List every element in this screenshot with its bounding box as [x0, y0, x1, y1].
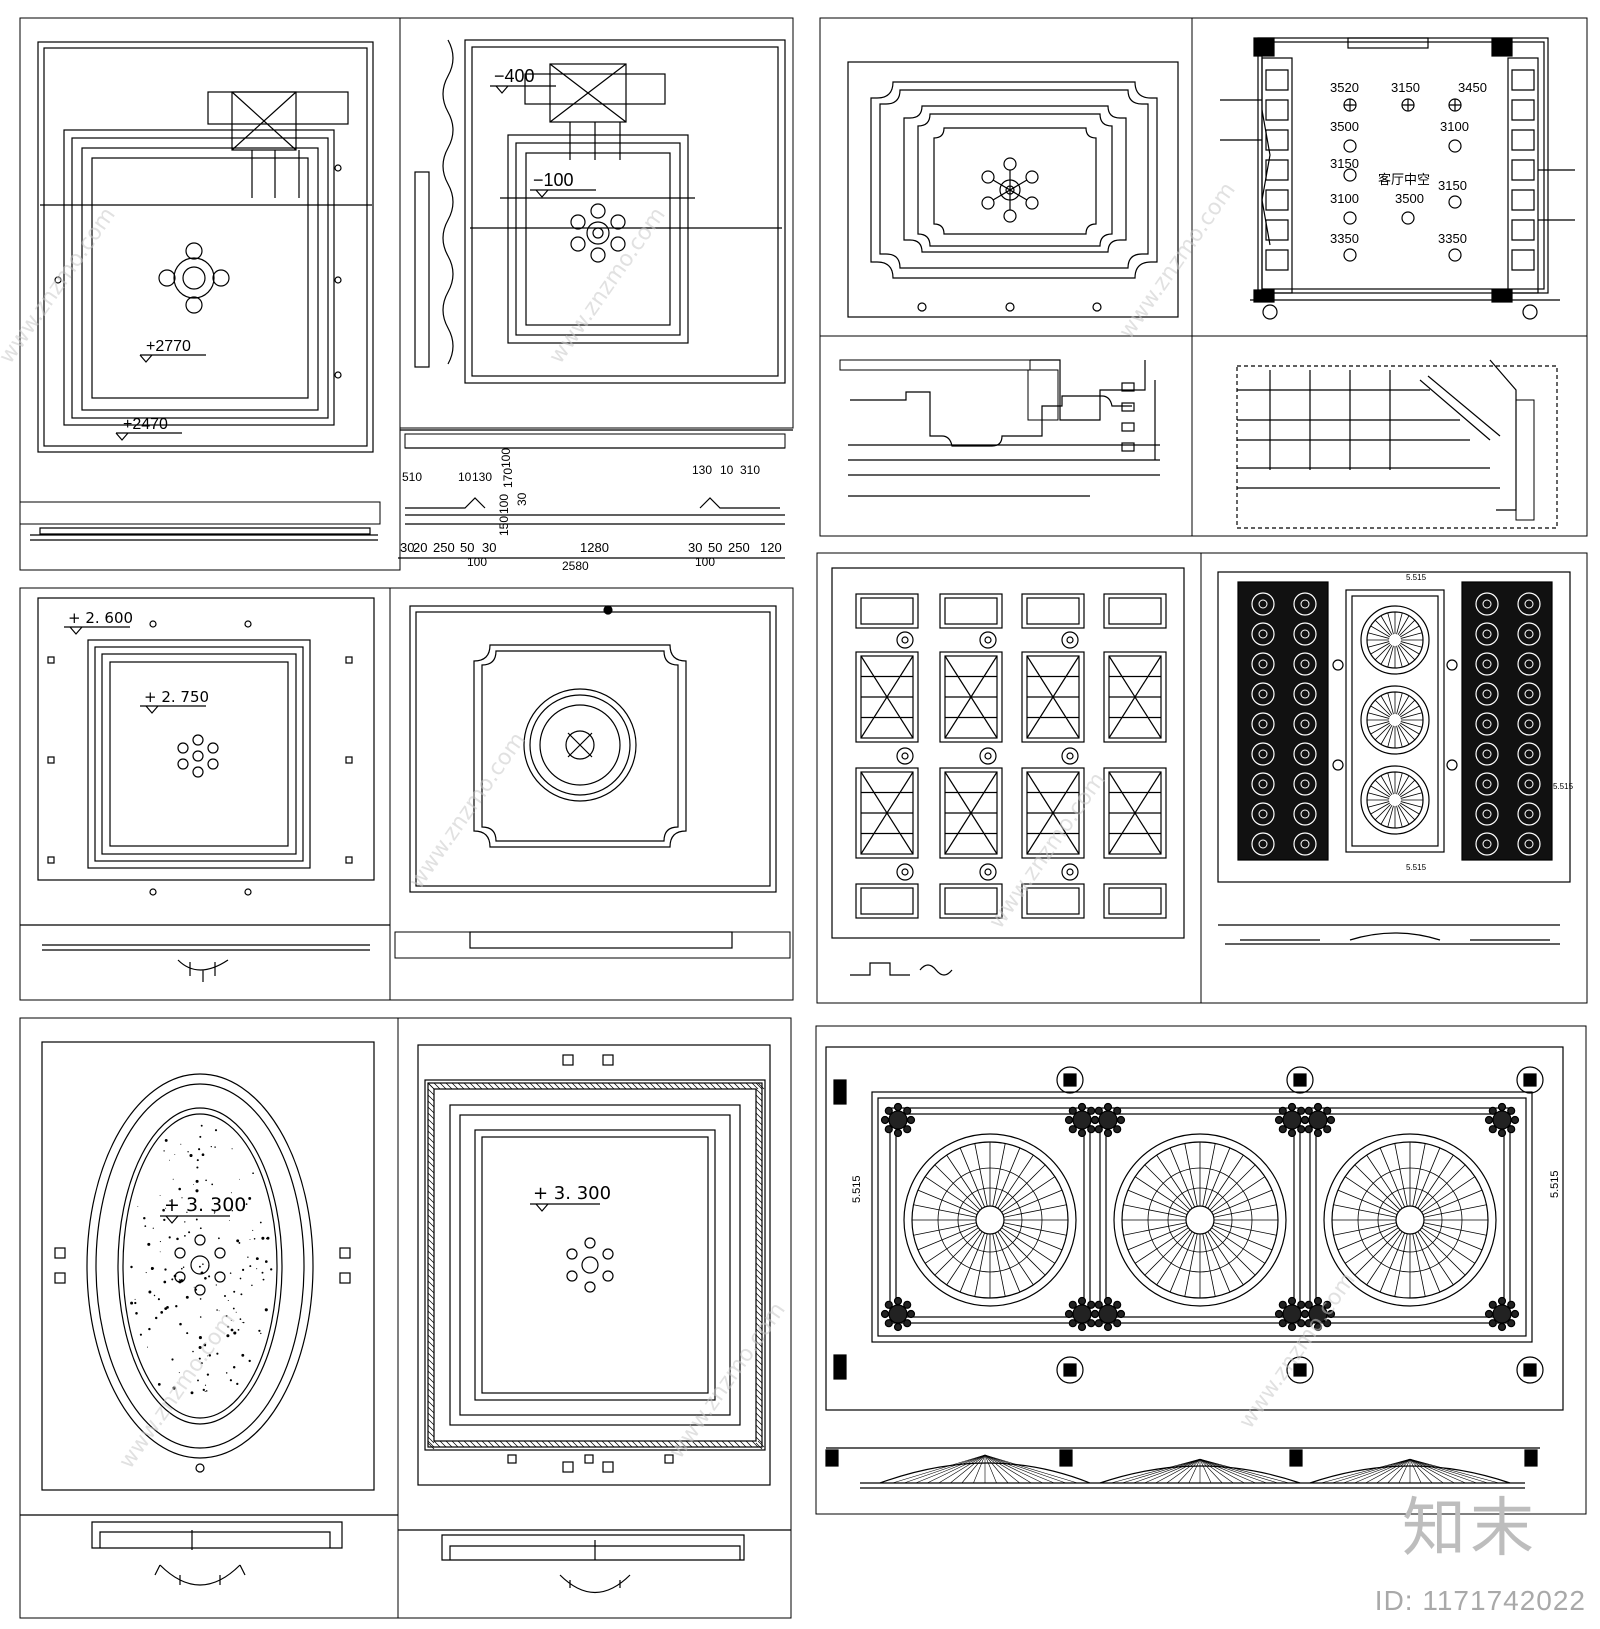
dim-10: 10: [458, 470, 472, 484]
panel-ceiling-plan-8: [389, 587, 794, 1001]
level-mark-3300-oval: + 3. 300: [164, 1194, 246, 1216]
hatched-border: [427, 1082, 765, 1450]
dim-b-120: 120: [760, 540, 782, 555]
room-label-living-void: 客厅中空: [1378, 172, 1430, 187]
level-mark-3300-square: + 3. 300: [533, 1183, 611, 1204]
dim-b-20: 20: [413, 540, 427, 555]
coffer-grid: [855, 593, 1167, 919]
panel-ceiling-plan-3: [819, 17, 1193, 337]
watermark-text-7: www.znzmo.com: [664, 1298, 790, 1463]
dim-100a: 100: [499, 448, 513, 468]
medallion-rays: [1367, 612, 1423, 828]
dim-b-50: 50: [460, 540, 474, 555]
height-3100a: 3100: [1440, 119, 1469, 134]
watermark-text-8: www.znzmo.com: [1234, 1268, 1360, 1433]
dim-b-1280: 1280: [580, 540, 609, 555]
dim-b-50b: 50: [708, 540, 722, 555]
watermark-brand: 知末: [1402, 1492, 1538, 1566]
dim-total-2580: 2580: [562, 559, 589, 573]
height-3150a: 3150: [1391, 80, 1420, 95]
level-mark-2470: +2470: [123, 416, 168, 433]
watermark-pattern: www.znzmo.com www.znzmo.com www.znzmo.co…: [0, 178, 1361, 1473]
square-lights: [833, 1066, 1544, 1384]
panel-ceiling-plan-2: −400 −100 510 10 130 100 170 100 150 30 …: [398, 17, 794, 573]
dim-b-30c: 30: [688, 540, 702, 555]
dome-section-ribs: [892, 1454, 1499, 1484]
quilted-panels: [1251, 592, 1541, 856]
height-3350a: 3350: [1330, 231, 1359, 246]
downlight-markers: [1343, 98, 1462, 262]
level-mark-2770: +2770: [146, 338, 191, 355]
height-3150b: 3150: [1330, 156, 1359, 171]
watermark-image-id: ID: 1171742022: [1374, 1585, 1586, 1616]
dim-100-left: 100: [467, 555, 487, 569]
dim-100b: 100: [497, 494, 511, 514]
dim-b-250b: 250: [728, 540, 750, 555]
dim-30-vert: 30: [515, 492, 529, 506]
dim-5515-top: 5.515: [1406, 573, 1427, 582]
height-3500b: 3500: [1395, 191, 1424, 206]
panel-dome-ceiling-13: 5.515 5.515: [815, 1025, 1587, 1515]
panel-coffered-ceiling-9: [816, 552, 1202, 1004]
dim-10-right: 10: [720, 463, 734, 477]
panel-ceiling-plan-12: + 3. 300: [397, 1017, 792, 1619]
dim-5515-bottom: 5.515: [1406, 863, 1427, 872]
dim-510: 510: [402, 470, 422, 484]
level-mark-2750: + 2. 750: [144, 688, 209, 706]
level-mark-minus-100: −100: [533, 170, 574, 190]
dim-5515-right: 5.515: [1553, 782, 1574, 791]
dim-5515-left: 5.515: [851, 1175, 863, 1203]
watermark-text-4: www.znzmo.com: [404, 728, 530, 893]
dim-310: 310: [740, 463, 760, 477]
dim-150: 150: [497, 516, 511, 536]
corner-ornaments: [880, 1102, 1520, 1332]
speckle-texture: [130, 1124, 273, 1395]
panel-ceiling-plan-10: 5.515 5.515 5.515: [1200, 552, 1588, 1004]
panel-section-detail-6: [1191, 335, 1588, 537]
panel-ceiling-plan-11-oval: + 3. 300: [19, 1017, 399, 1619]
height-3350b: 3350: [1438, 231, 1467, 246]
dim-5515-right13: 5.515: [1549, 1170, 1561, 1198]
dim-b-30b: 30: [482, 540, 496, 555]
dim-b-250: 250: [433, 540, 455, 555]
panel-section-detail-5: [819, 335, 1193, 537]
height-3150c: 3150: [1438, 178, 1467, 193]
panel-ceiling-plan-4-living-void: 客厅中空 3520 3150 3450 3500 3100 3150 3100 …: [1191, 17, 1588, 337]
dim-100-right: 100: [695, 555, 715, 569]
height-3450: 3450: [1458, 80, 1487, 95]
level-mark-2600: + 2. 600: [68, 609, 133, 627]
panel-ceiling-plan-7: + 2. 600 + 2. 750: [19, 587, 391, 1001]
dim-b-30: 30: [400, 540, 414, 555]
watermark-text-1: www.znzmo.com: [0, 203, 121, 368]
dome-ribs: [912, 1142, 1488, 1298]
height-3520: 3520: [1330, 80, 1359, 95]
dim-130-right: 130: [692, 463, 712, 477]
dim-170: 170: [501, 468, 515, 488]
level-mark-minus-400: −400: [494, 66, 535, 86]
height-3100b: 3100: [1330, 191, 1359, 206]
dim-130: 130: [472, 470, 492, 484]
height-3500a: 3500: [1330, 119, 1359, 134]
panel-ceiling-plan-1: +2770 +2470: [19, 17, 401, 571]
watermark-text-6: www.znzmo.com: [114, 1308, 240, 1473]
